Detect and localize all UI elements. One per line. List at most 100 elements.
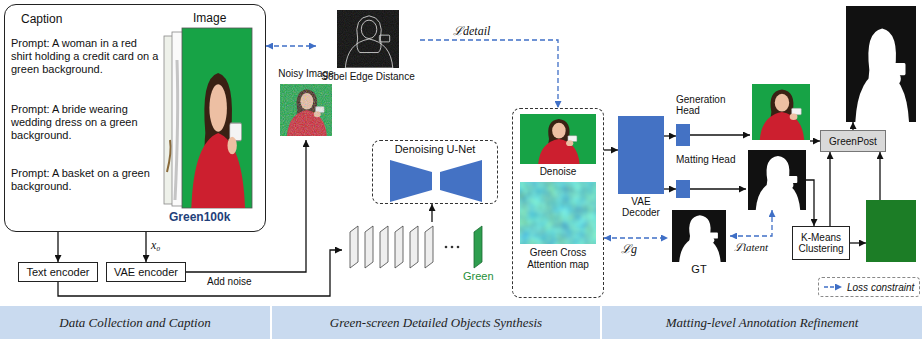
stage-title: Data Collection and Caption xyxy=(59,315,210,331)
text-token-bars xyxy=(457,246,460,249)
text-token-bars xyxy=(395,226,403,268)
token-label: Green xyxy=(463,270,494,282)
denoised-image xyxy=(520,114,596,164)
text-token-bars xyxy=(451,246,454,249)
flow-arrow xyxy=(664,135,676,136)
flow-arrow xyxy=(431,204,432,222)
prompt-text: Prompt: A basket on a green background. xyxy=(11,167,159,193)
text-token-bars xyxy=(445,246,448,249)
output-arrows xyxy=(690,188,746,189)
sobel-edge-figure: Sobel Edge Distance xyxy=(316,8,420,88)
output-arrows xyxy=(852,122,853,130)
ground-truth-matte xyxy=(672,210,726,262)
vae-decoder-block: VAE Decoder xyxy=(618,116,664,224)
denoise-output-group: DenoiseGreen Cross Attention map xyxy=(512,108,604,298)
ground-truth-matte xyxy=(679,215,720,262)
head-block xyxy=(676,124,690,146)
sobel-edge-image xyxy=(337,10,399,68)
output-arrows xyxy=(690,122,880,243)
flow-arrow xyxy=(186,140,306,272)
generation-head: Generation Head xyxy=(676,94,742,146)
cross-attention-map xyxy=(520,182,596,244)
noisy-image xyxy=(280,84,332,136)
refined-matte xyxy=(846,6,916,122)
edge-label: x₀ xyxy=(150,238,162,253)
stage-band: Matting-level Annotation Refinement xyxy=(602,306,922,339)
panel-heading: Caption xyxy=(21,12,62,26)
output-arrows xyxy=(879,152,880,200)
module-label: VAE encoder xyxy=(114,266,178,278)
unet-hourglass xyxy=(440,160,482,202)
edge-label: ℒg xyxy=(620,240,638,257)
dataset-image-stack xyxy=(175,60,178,200)
predicted-matte xyxy=(748,150,806,210)
text-token-bars xyxy=(380,226,388,268)
legend-box: Loss constraint xyxy=(818,277,920,297)
flow-arrow xyxy=(664,188,676,189)
legend-item: Loss constraint xyxy=(819,282,919,293)
green-background xyxy=(866,200,916,262)
dataset-name: Green100k xyxy=(169,210,230,224)
output-arrows xyxy=(810,140,820,141)
generated-image xyxy=(752,84,810,140)
image-heading: Image xyxy=(193,11,226,25)
sobel-edge-image xyxy=(337,10,399,68)
flow-arrow xyxy=(57,232,58,262)
loss-constraint-arrow xyxy=(420,40,558,108)
encoder-box: VAE encoder xyxy=(106,262,186,282)
dataset-image-stack xyxy=(164,28,252,208)
denoised-image xyxy=(520,114,596,164)
prompt-text: Prompt: A woman in a red shirt holding a… xyxy=(11,37,159,77)
sobel-edge-image xyxy=(337,10,399,68)
stage-title: Matting-level Annotation Refinement xyxy=(666,315,859,331)
loss-constraint-arrow xyxy=(266,45,316,46)
loss-constraint-arrow xyxy=(604,237,668,238)
encoder-box: Text encoder xyxy=(18,262,98,282)
dataset-image-stack xyxy=(182,28,252,208)
text-token-bars xyxy=(425,226,433,268)
predicted-matte xyxy=(756,156,800,210)
text-token-bars xyxy=(365,226,373,268)
noisy-image xyxy=(280,84,332,136)
ground-truth-matte xyxy=(672,210,726,262)
prompt-text: Prompt: A bride wearing wedding dress on… xyxy=(11,103,159,143)
process-label: GreenPost xyxy=(829,136,877,147)
stage-title: Green-screen Detailed Objects Synthesis xyxy=(330,315,542,331)
predicted-matte xyxy=(748,150,806,210)
cross-attention-map xyxy=(520,182,596,244)
figure-label: Sobel Edge Distance xyxy=(316,71,420,82)
module-label: VAE Decoder xyxy=(614,196,668,218)
process-box: GreenPost xyxy=(820,130,886,152)
denoised-image xyxy=(538,119,579,164)
unet-block: Denoising U-Net xyxy=(372,140,498,204)
output-arrows xyxy=(690,134,750,135)
stage-band: Data Collection and Caption xyxy=(0,306,270,339)
head-block xyxy=(676,180,690,198)
legend-sample-line xyxy=(824,286,842,287)
latent-loss-arrow xyxy=(730,210,772,236)
text-token-bars xyxy=(350,226,358,268)
process-label: K-Means Clustering xyxy=(793,232,849,254)
head-label: Matting Head xyxy=(676,154,742,165)
process-box: K-Means Clustering xyxy=(792,226,850,260)
flow-arrow xyxy=(58,250,342,296)
refined-matte xyxy=(846,6,916,122)
dataset-panel: Caption ImagePrompt: A woman in a red shi… xyxy=(4,4,266,232)
ground-truth-figure: GT xyxy=(668,208,730,278)
decoder-block xyxy=(618,116,664,194)
refined-matte xyxy=(855,28,909,122)
figure-label: GT xyxy=(668,263,730,275)
figure-label: Denoise xyxy=(513,166,603,177)
figure-label: Green Cross Attention map xyxy=(515,247,601,270)
flow-arrow xyxy=(604,149,618,150)
flow-arrow xyxy=(145,232,146,262)
module-label: Text encoder xyxy=(27,266,90,278)
unet-hourglass xyxy=(390,160,432,202)
text-token-bars xyxy=(410,226,418,268)
unet-hourglass xyxy=(390,160,482,202)
module-label: Denoising U-Net xyxy=(373,143,497,155)
text-token-bars xyxy=(474,226,482,268)
edge-label: ℒdetail xyxy=(452,22,491,39)
head-label: Generation Head xyxy=(676,94,742,116)
